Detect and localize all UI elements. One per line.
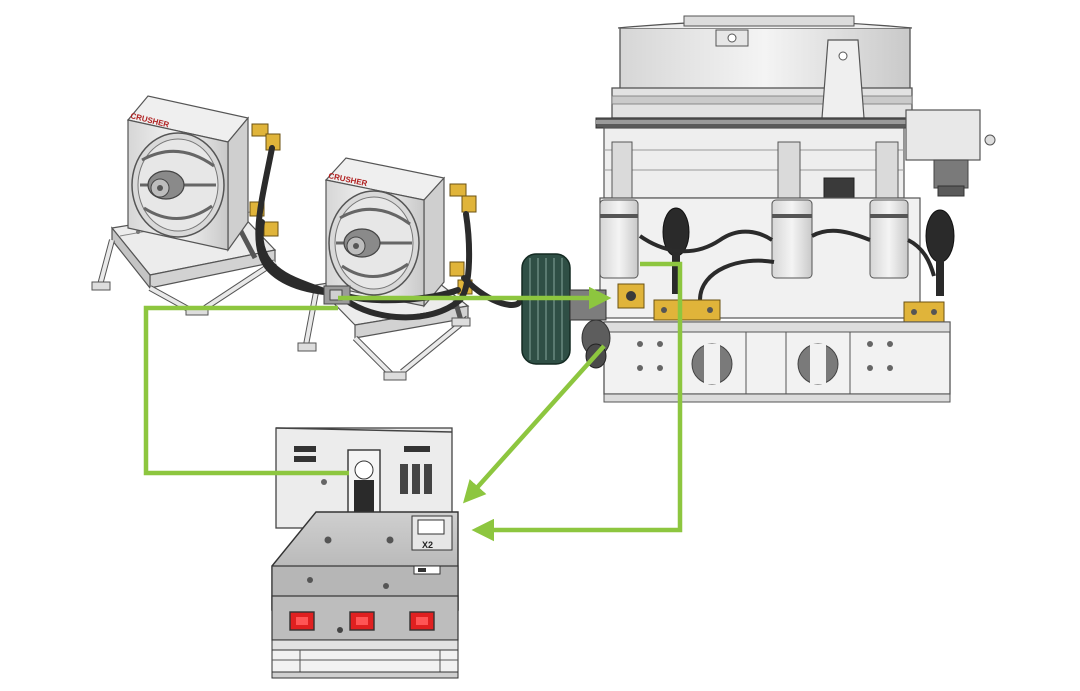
crusher-accumulators: [662, 207, 955, 296]
lube-tank-unit: X2: [271, 427, 459, 679]
crusher-tramp-cylinders: [599, 199, 909, 279]
flow-lines: [143, 261, 683, 542]
flow-crusher-drain-to-tank: [462, 344, 606, 504]
crusher-chain-ring: [595, 117, 943, 129]
crusher-top-ring: [611, 15, 913, 119]
hose-manifold: [323, 285, 351, 305]
crusher-main-frame: [603, 321, 951, 403]
flow-crusher-return-to-tank: [471, 261, 683, 542]
oil-cooler-1: CRUSHER: [91, 95, 281, 316]
lube-tank-indicators: [289, 611, 435, 631]
crusher-fittings: [617, 283, 945, 323]
crusher-adjust-motor: [905, 109, 996, 197]
lube-tank-skid: [271, 639, 459, 679]
flow-tank-to-coolers: [143, 305, 349, 476]
oil-cooler-2: CRUSHER: [297, 157, 477, 381]
cooler-2-housing: CRUSHER: [324, 157, 446, 308]
crusher-hoses: [638, 228, 936, 301]
lube-tank-filter: [345, 449, 383, 521]
control-box-label: X2: [422, 540, 433, 550]
cone-crusher: [595, 15, 996, 403]
cooler-1-housing: CRUSHER: [126, 95, 250, 252]
lube-tank-control-box: X2: [411, 515, 453, 575]
